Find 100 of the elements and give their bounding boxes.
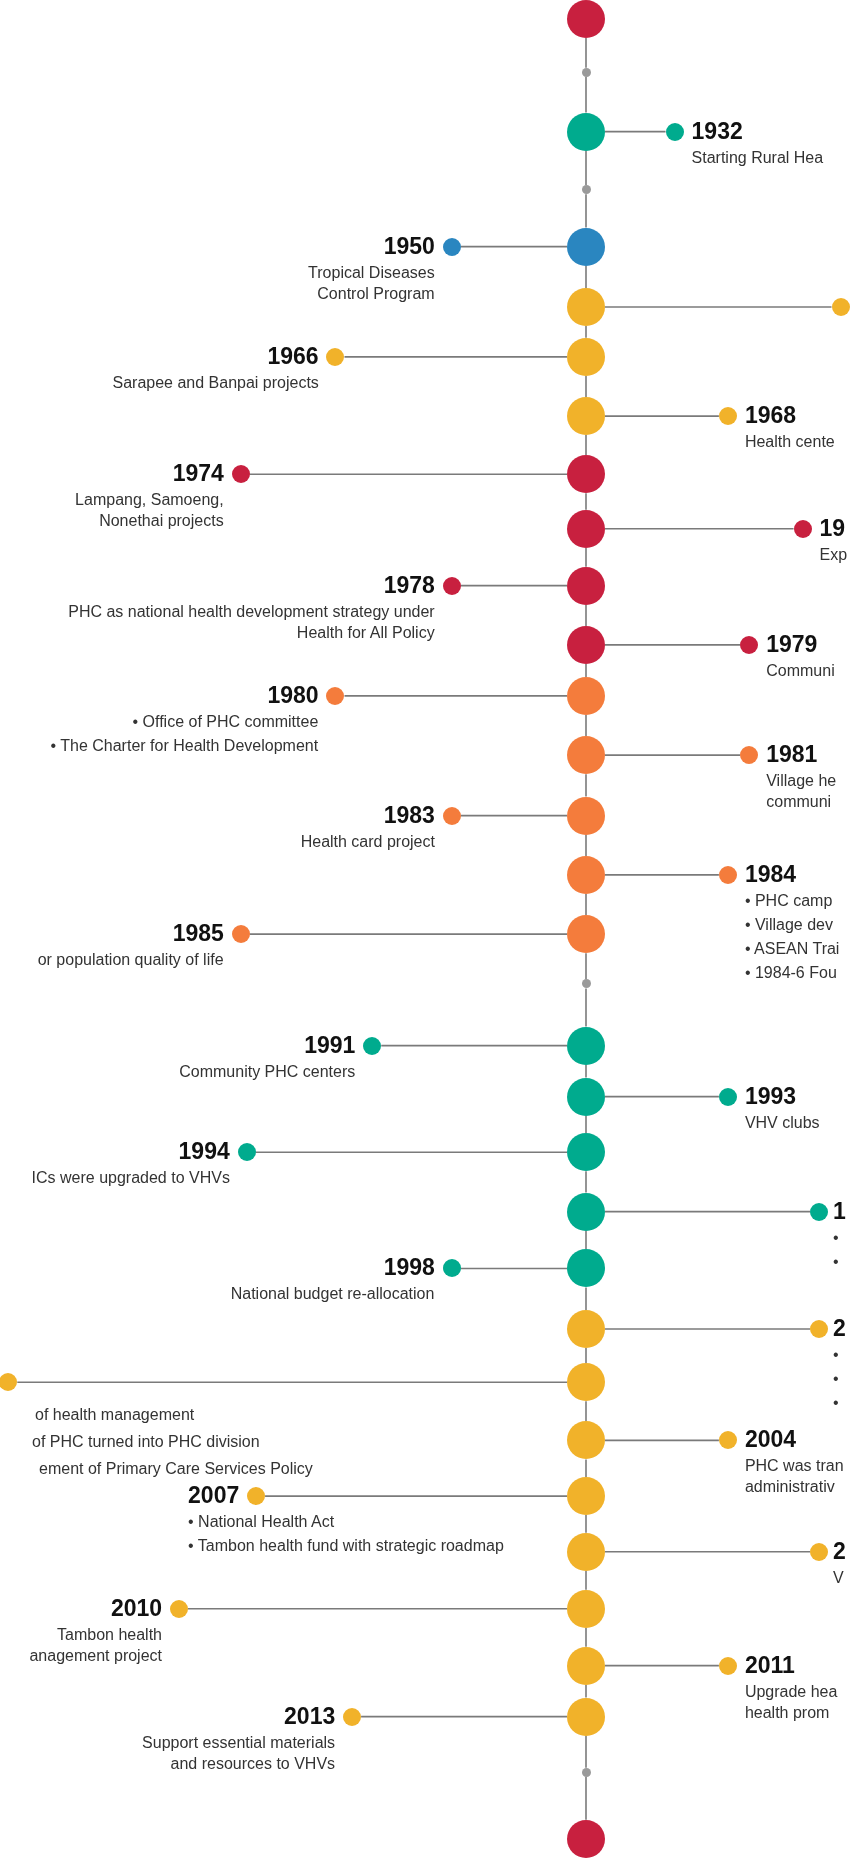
year-label: 1994 bbox=[178, 1138, 230, 1165]
event-description: • The Charter for Health Development bbox=[50, 735, 319, 756]
year-label: 1991 bbox=[304, 1031, 356, 1058]
timeline-circle bbox=[567, 1421, 605, 1460]
event-dot bbox=[718, 1431, 737, 1450]
event-description: Tambon health anagement project bbox=[28, 1624, 162, 1666]
timeline-line bbox=[585, 76, 587, 114]
year-label: 1966 bbox=[267, 342, 319, 369]
timeline-circle bbox=[567, 566, 605, 605]
timeline-circle bbox=[567, 796, 605, 835]
event-description: • bbox=[833, 1251, 839, 1272]
year-label: 2 bbox=[833, 1314, 846, 1341]
connector-line bbox=[343, 695, 568, 697]
event-dot bbox=[442, 1259, 461, 1278]
connector-line bbox=[459, 245, 568, 248]
connector-line bbox=[604, 644, 742, 646]
timeline-circle bbox=[567, 1133, 605, 1172]
event-description: Village he communi bbox=[766, 771, 838, 813]
year-label: 1993 bbox=[744, 1082, 797, 1109]
year-label: 2007 bbox=[188, 1482, 240, 1509]
timeline-line bbox=[585, 546, 587, 568]
timeline-dot bbox=[581, 67, 591, 77]
timeline-circle bbox=[567, 1532, 605, 1571]
event-dot bbox=[810, 1542, 829, 1561]
event-description: • PHC camp bbox=[744, 890, 833, 911]
event-dot bbox=[231, 925, 250, 944]
year-label: 1983 bbox=[383, 801, 435, 828]
connector-line bbox=[187, 1607, 568, 1610]
connector-line bbox=[459, 1267, 568, 1270]
connector-line bbox=[360, 1715, 568, 1718]
timeline-line bbox=[585, 1114, 587, 1135]
timeline-line bbox=[585, 1776, 587, 1821]
event-description: • Tambon health fund with strategic roadmap bbox=[188, 1536, 504, 1557]
connector-line bbox=[604, 415, 720, 417]
event-dot bbox=[326, 347, 345, 366]
timeline-line bbox=[585, 375, 587, 398]
event-description: Communi bbox=[766, 660, 835, 681]
event-description: • Village dev bbox=[744, 914, 833, 935]
timeline-line bbox=[585, 1347, 587, 1365]
connector-line bbox=[248, 933, 568, 935]
timeline-circle bbox=[567, 227, 605, 266]
event-description: • National Health Act bbox=[188, 1512, 335, 1533]
event-description: Starting Rural Hea bbox=[691, 147, 824, 168]
event-description: ICs were upgraded to VHVs bbox=[31, 1168, 230, 1189]
timeline-circle bbox=[567, 112, 605, 151]
timeline-line bbox=[585, 492, 587, 511]
timeline-circle bbox=[567, 1026, 605, 1065]
timeline-circle bbox=[567, 1192, 605, 1231]
event-description: • 1984-6 Fou bbox=[744, 962, 837, 983]
connector-line bbox=[604, 874, 720, 876]
event-dot bbox=[442, 806, 461, 825]
connector-line bbox=[604, 754, 742, 756]
timeline-line bbox=[585, 37, 587, 69]
event-dot bbox=[810, 1319, 829, 1338]
timeline-circle bbox=[567, 1697, 605, 1736]
timeline-circle bbox=[567, 397, 605, 436]
event-dot bbox=[718, 407, 737, 426]
year-label: 1981 bbox=[766, 741, 818, 768]
timeline-line bbox=[585, 1400, 587, 1423]
event-dot bbox=[231, 465, 250, 484]
timeline-circle bbox=[567, 0, 605, 38]
timeline-dot bbox=[581, 979, 591, 989]
event-description: Support essential materials and resources to VHVs bbox=[141, 1732, 336, 1774]
timeline-line bbox=[585, 833, 587, 857]
event-dot bbox=[0, 1373, 18, 1392]
year-label: 2 bbox=[833, 1537, 846, 1564]
event-description: Health card project bbox=[300, 831, 435, 852]
event-description: PHC as national health development strategy under Health for All Policy bbox=[67, 601, 435, 643]
timeline-circle bbox=[567, 288, 605, 327]
timeline-line bbox=[585, 1734, 587, 1769]
connector-line bbox=[604, 1551, 811, 1553]
connector-line bbox=[459, 584, 568, 587]
year-label: 1998 bbox=[383, 1254, 435, 1281]
timeline-circle bbox=[567, 1249, 605, 1288]
timeline-circle bbox=[567, 1363, 605, 1402]
event-description: Tropical Diseases Control Program bbox=[307, 262, 435, 304]
event-dot bbox=[718, 1087, 737, 1106]
event-description: ement of Primary Care Services Policy bbox=[39, 1459, 313, 1480]
timeline-line bbox=[585, 1286, 587, 1311]
connector-line bbox=[604, 1210, 811, 1213]
connector-line bbox=[604, 1095, 720, 1098]
event-dot bbox=[442, 237, 461, 256]
event-dot bbox=[343, 1707, 362, 1726]
event-dot bbox=[363, 1036, 382, 1055]
timeline-line bbox=[585, 773, 587, 798]
event-dot bbox=[247, 1487, 266, 1506]
event-description: V bbox=[833, 1567, 844, 1588]
event-description: • bbox=[833, 1392, 839, 1413]
timeline-line bbox=[585, 663, 587, 678]
event-description: • ASEAN Trai bbox=[744, 938, 840, 959]
connector-line bbox=[459, 814, 568, 817]
timeline-circle bbox=[567, 736, 605, 775]
connector-line bbox=[604, 1328, 811, 1330]
timeline-line bbox=[585, 1063, 587, 1079]
year-label: 1980 bbox=[267, 681, 319, 708]
year-label: 2011 bbox=[744, 1651, 795, 1678]
event-description: • Office of PHC committee bbox=[132, 711, 319, 732]
year-label: 1968 bbox=[744, 402, 797, 429]
event-description: • bbox=[833, 1368, 839, 1389]
year-label: 2004 bbox=[744, 1426, 797, 1453]
